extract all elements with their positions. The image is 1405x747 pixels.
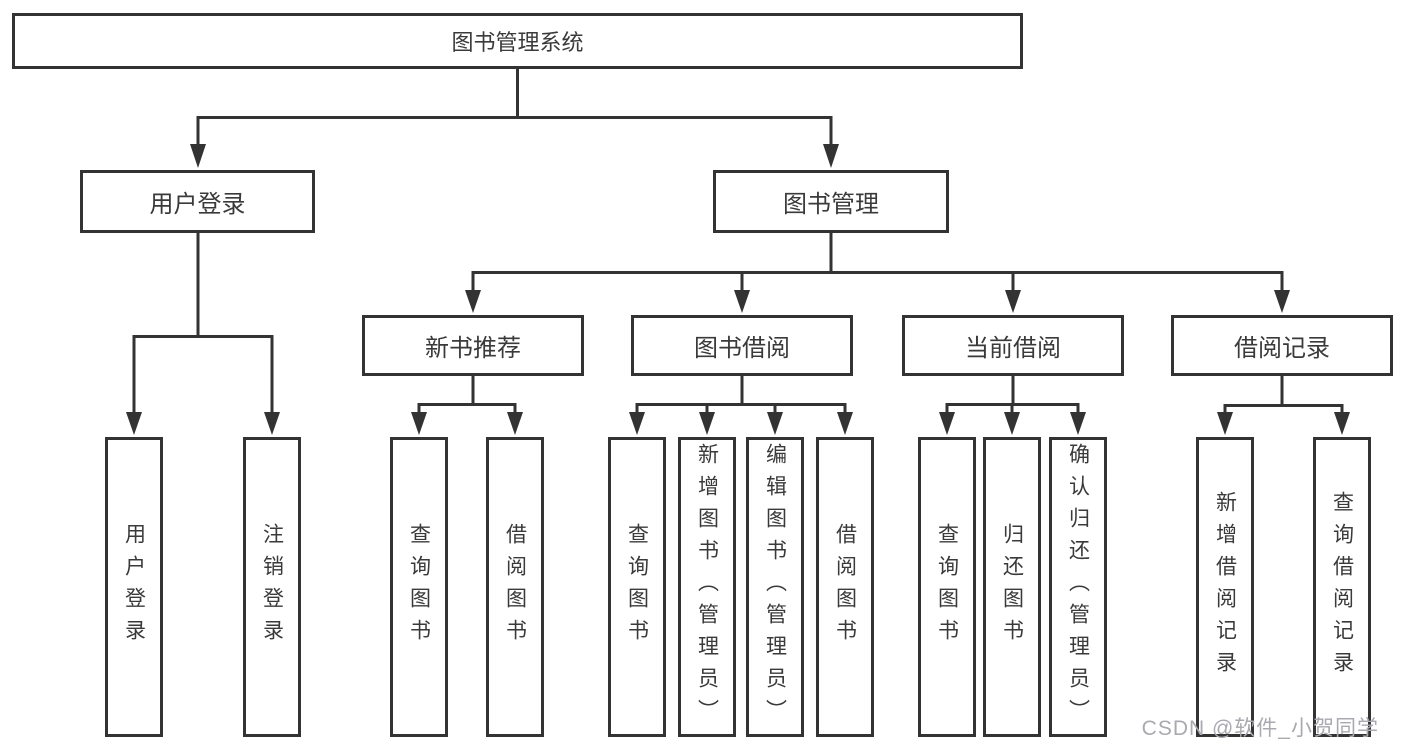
node-label: 图书管理 bbox=[783, 191, 879, 218]
arrow-down-icon bbox=[190, 144, 206, 168]
connector-new-book-recommend bbox=[417, 376, 517, 413]
node-query-books-recommend: 查询图书 bbox=[390, 437, 448, 737]
arrow-down-icon bbox=[1274, 290, 1290, 313]
node-borrow-books-recommend: 借阅图书 bbox=[486, 437, 544, 737]
node-new-book-recommend: 新书推荐 bbox=[362, 315, 584, 376]
node-label: 图书管理系统 bbox=[451, 30, 584, 55]
node-book-borrow: 图书借阅 bbox=[631, 315, 853, 376]
node-user-login-leaf: 用户登录 bbox=[105, 437, 163, 737]
arrow-down-icon bbox=[1217, 412, 1233, 435]
arrow-down-icon bbox=[1005, 290, 1021, 313]
node-label: 确认归还（管理员） bbox=[1066, 443, 1090, 731]
node-edit-books-admin: 编辑图书（管理员） bbox=[746, 437, 804, 737]
node-label: 借阅图书 bbox=[833, 523, 857, 651]
node-borrow-records: 借阅记录 bbox=[1171, 315, 1393, 376]
node-current-borrow: 当前借阅 bbox=[902, 315, 1124, 376]
node-label: 借阅图书 bbox=[503, 523, 527, 651]
connector-root bbox=[196, 69, 833, 146]
node-label: 用户登录 bbox=[122, 523, 146, 651]
arrow-down-icon bbox=[629, 412, 645, 435]
node-label: 新增图书（管理员） bbox=[695, 443, 719, 731]
node-label: 查询图书 bbox=[625, 523, 649, 651]
node-user-login: 用户登录 bbox=[80, 170, 315, 233]
connector-borrow-records bbox=[1223, 376, 1344, 413]
node-return-books: 归还图书 bbox=[983, 437, 1041, 737]
node-label: 当前借阅 bbox=[965, 335, 1061, 362]
arrow-down-icon bbox=[1334, 412, 1350, 435]
node-label: 图书借阅 bbox=[694, 335, 790, 362]
connector-book-borrow bbox=[635, 376, 847, 413]
arrow-down-icon bbox=[411, 412, 427, 435]
node-label: 查询图书 bbox=[407, 523, 431, 651]
connector-current-borrow bbox=[945, 376, 1080, 413]
arrow-down-icon bbox=[699, 412, 715, 435]
arrow-down-icon bbox=[126, 412, 142, 435]
node-query-books-borrow: 查询图书 bbox=[608, 437, 666, 737]
arrowheads bbox=[126, 144, 1350, 435]
node-label: 借阅记录 bbox=[1234, 335, 1330, 362]
node-label: 编辑图书（管理员） bbox=[763, 443, 787, 731]
node-query-books-current: 查询图书 bbox=[918, 437, 976, 737]
node-query-borrow-record: 查询借阅记录 bbox=[1313, 437, 1371, 737]
node-label: 新增借阅记录 bbox=[1213, 491, 1237, 683]
arrow-down-icon bbox=[264, 412, 280, 435]
node-logout: 注销登录 bbox=[243, 437, 301, 737]
arrow-down-icon bbox=[767, 412, 783, 435]
connector-user-login bbox=[132, 233, 274, 412]
node-library-management-system: 图书管理系统 bbox=[12, 13, 1023, 69]
arrow-down-icon bbox=[1004, 412, 1020, 435]
arrow-down-icon bbox=[1070, 412, 1086, 435]
node-label: 归还图书 bbox=[1000, 523, 1024, 651]
arrow-down-icon bbox=[465, 290, 481, 313]
arrow-down-icon bbox=[939, 412, 955, 435]
arrow-down-icon bbox=[823, 144, 839, 168]
node-add-borrow-record: 新增借阅记录 bbox=[1196, 437, 1254, 737]
arrow-down-icon bbox=[507, 412, 523, 435]
node-add-books-admin: 新增图书（管理员） bbox=[678, 437, 736, 737]
arrow-down-icon bbox=[837, 412, 853, 435]
node-confirm-return-admin: 确认归还（管理员） bbox=[1049, 437, 1107, 737]
node-book-management: 图书管理 bbox=[713, 170, 949, 233]
arrow-down-icon bbox=[734, 290, 750, 313]
node-label: 新书推荐 bbox=[425, 335, 521, 362]
node-borrow-books-leaf: 借阅图书 bbox=[816, 437, 874, 737]
connector-book-management bbox=[471, 233, 1284, 291]
node-label: 用户登录 bbox=[149, 191, 246, 218]
node-label: 注销登录 bbox=[260, 523, 284, 651]
node-label: 查询借阅记录 bbox=[1330, 491, 1354, 683]
node-label: 查询图书 bbox=[935, 523, 959, 651]
